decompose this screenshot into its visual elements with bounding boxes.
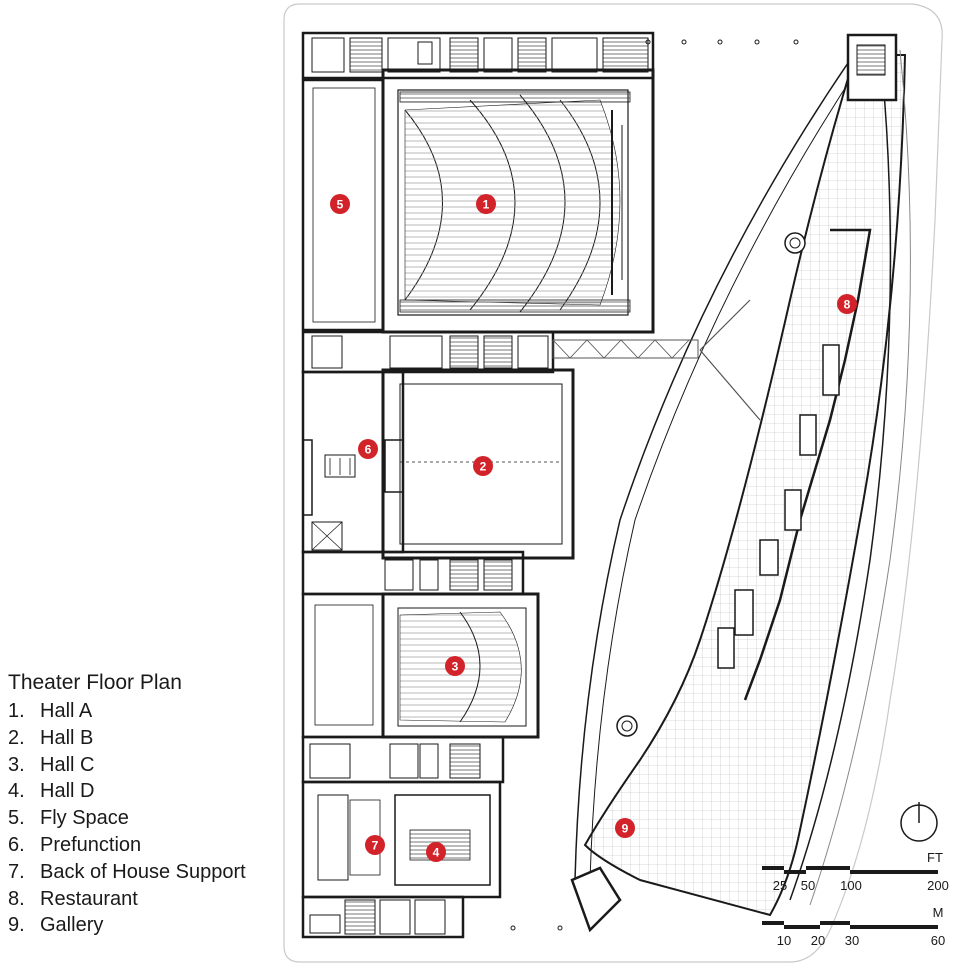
legend-item: 1.Hall A [8,700,93,722]
svg-text:50: 50 [801,878,815,893]
scale-bar-ft: FT 25 50 100 200 [762,850,949,893]
svg-text:4: 4 [433,846,440,860]
svg-text:100: 100 [840,878,862,893]
site-outline [283,3,943,963]
marker-8: 8 [837,294,857,314]
svg-text:2: 2 [480,460,487,474]
legend-item: 9.Gallery [8,914,104,937]
gallery-wing [510,33,911,933]
svg-text:1: 1 [483,198,490,212]
legend-item: 5.Fly Space [8,807,129,830]
legend-title: Theater Floor Plan [8,671,182,694]
marker-9: 9 [615,818,635,838]
svg-text:8: 8 [844,298,851,312]
svg-text:FT: FT [927,850,943,865]
legend-item: 7.Back of House Support [8,860,246,883]
legend: Theater Floor Plan 1.Hall A 2.Hall B 3.H… [8,670,246,939]
legend-item: 6.Prefunction [8,833,142,856]
marker-3: 3 [445,656,465,676]
north-arrow-icon [900,802,938,842]
legend-item: 8.Restaurant [8,887,138,910]
svg-text:25: 25 [773,878,787,893]
scale-bar-m: M 10 20 30 60 [762,905,945,948]
legend-item: 3.Hall C [8,753,95,776]
svg-text:6: 6 [365,443,372,457]
legend-item: 4.Hall D [8,780,95,803]
svg-text:7: 7 [372,839,379,853]
svg-text:20: 20 [811,933,825,948]
marker-2: 2 [473,456,493,476]
svg-text:3: 3 [452,660,459,674]
svg-text:9: 9 [622,822,629,836]
marker-1: 1 [476,194,496,214]
marker-6: 6 [358,439,378,459]
svg-text:M: M [933,905,944,920]
main-building [301,31,655,939]
marker-4: 4 [426,842,446,862]
svg-text:5: 5 [337,198,344,212]
markers: 1 2 3 4 5 6 7 8 9 [330,194,857,862]
svg-text:200: 200 [927,878,949,893]
legend-item: 2.Hall B [8,726,94,749]
svg-text:60: 60 [931,933,945,948]
svg-text:30: 30 [845,933,859,948]
svg-text:10: 10 [777,933,791,948]
marker-5: 5 [330,194,350,214]
marker-7: 7 [365,835,385,855]
